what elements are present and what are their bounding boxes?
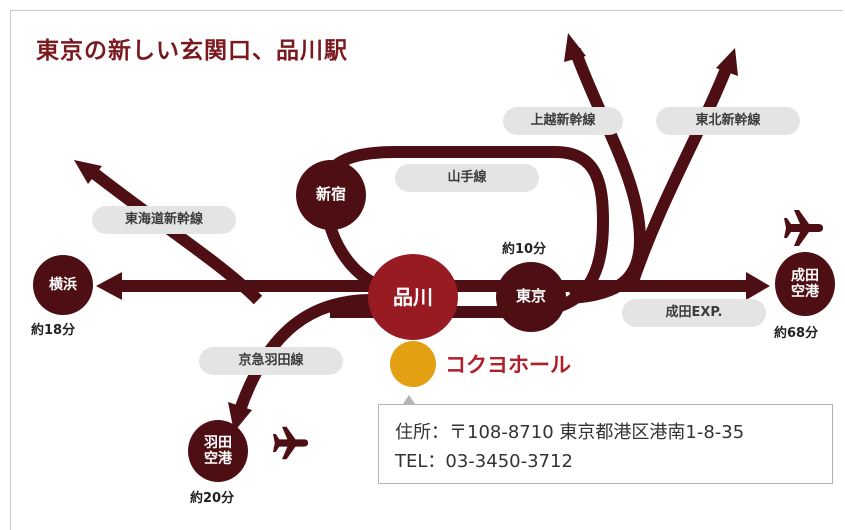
- venue-info-callout: 住所：〒108-8710 東京都港区港南1-8-35 TEL：03-3450-3…: [378, 404, 833, 484]
- travel-time-yokohama: 約18分: [31, 323, 76, 338]
- tohoku-arrowhead: [716, 48, 738, 76]
- narita-express-label: 成田EXP.: [622, 299, 766, 327]
- station-narita-airport: 成田 空港: [775, 252, 835, 316]
- station-shinagawa: 品川: [368, 254, 458, 340]
- tokaido-shinkansen-label: 東海道新幹線: [92, 206, 236, 234]
- callout-pointer: [403, 395, 415, 404]
- travel-time-narita: 約68分: [774, 326, 819, 341]
- station-tokyo: 東京: [496, 262, 566, 332]
- keikyu-haneda-line-label: 京急羽田線: [199, 347, 343, 375]
- venue-phone: TEL：03-3450-3712: [395, 451, 573, 472]
- airplane-icon: [273, 426, 309, 460]
- station-shinjuku: 新宿: [296, 160, 366, 230]
- station-haneda-airport: 羽田 空港: [188, 420, 248, 482]
- venue-name: コクヨホール: [445, 353, 571, 377]
- joetsu-shinkansen-track: [569, 47, 646, 304]
- narita-arrowhead: [746, 272, 770, 300]
- venue-address: 住所：〒108-8710 東京都港区港南1-8-35: [395, 422, 745, 443]
- map-frame: [10, 10, 843, 530]
- joetsu-shinkansen-label: 上越新幹線: [503, 107, 623, 135]
- travel-time-haneda: 約20分: [190, 491, 235, 506]
- tohoku-shinkansen-track: [624, 61, 734, 292]
- page-title: 東京の新しい玄関口、品川駅: [36, 38, 348, 64]
- station-yokohama: 横浜: [33, 255, 93, 315]
- yamanote-loop-track: [318, 146, 609, 318]
- keikyu-haneda-track: [234, 294, 373, 412]
- tokaido-arrowhead: [74, 160, 102, 184]
- travel-time-tokyo: 約10分: [502, 242, 547, 257]
- venue-marker-icon: [390, 341, 436, 387]
- yamanote-line-label: 山手線: [395, 164, 539, 192]
- tohoku-shinkansen-label: 東北新幹線: [656, 107, 800, 135]
- yokohama-arrowhead: [96, 272, 122, 300]
- tokaido-shinkansen-track: [86, 165, 263, 305]
- joetsu-arrowhead: [564, 33, 586, 62]
- airplane-icon: [784, 210, 823, 246]
